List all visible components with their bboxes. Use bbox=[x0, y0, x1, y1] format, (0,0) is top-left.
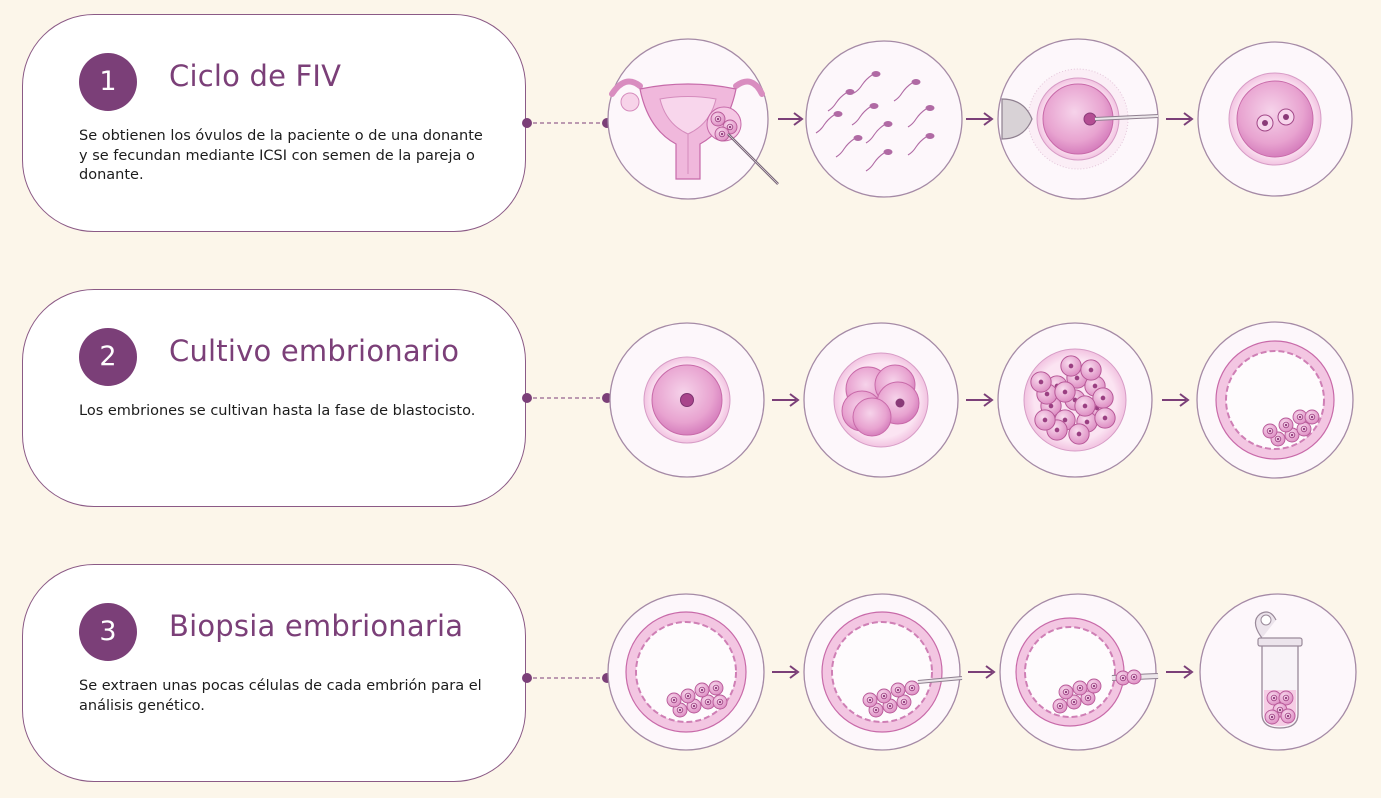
arrow-icon bbox=[966, 393, 994, 407]
morula-cell bbox=[1094, 407, 1116, 429]
blastocyst-icon bbox=[1196, 321, 1354, 479]
step-2: 2 Cultivo embrionario Los embriones se c… bbox=[0, 289, 1381, 511]
step-number-badge: 3 bbox=[79, 603, 137, 661]
step-3: 3 Biopsia embrionaria Se extraen unas po… bbox=[0, 564, 1381, 786]
step-card: 2 Cultivo embrionario Los embriones se c… bbox=[22, 289, 526, 507]
morula-cell bbox=[1060, 355, 1082, 377]
connector-line bbox=[522, 393, 612, 403]
morula-icon bbox=[997, 322, 1153, 478]
step-card: 1 Ciclo de FIV Se obtienen los óvulos de… bbox=[22, 14, 526, 232]
morula-cell bbox=[1068, 423, 1090, 445]
arrow-icon bbox=[1166, 112, 1194, 126]
arrow-icon bbox=[778, 112, 804, 126]
cells-extracted-icon bbox=[999, 593, 1159, 751]
icsi-injection-icon bbox=[997, 38, 1159, 200]
step-title: Biopsia embrionaria bbox=[169, 609, 464, 643]
morula-cell bbox=[1030, 371, 1052, 393]
step-1: 1 Ciclo de FIV Se obtienen los óvulos de… bbox=[0, 14, 1381, 236]
step-title: Ciclo de FIV bbox=[169, 59, 342, 93]
step-number-badge: 1 bbox=[79, 53, 137, 111]
arrow-icon bbox=[772, 393, 800, 407]
step-description: Los embriones se cultivan hasta la fase … bbox=[79, 403, 476, 419]
step-title: Cultivo embrionario bbox=[169, 334, 460, 368]
blastocyst-icon bbox=[607, 593, 765, 751]
arrow-icon bbox=[1162, 393, 1190, 407]
step-card: 3 Biopsia embrionaria Se extraen unas po… bbox=[22, 564, 526, 782]
biopsy-pipette-icon bbox=[803, 593, 963, 751]
morula-cell bbox=[1074, 395, 1096, 417]
connector-line bbox=[522, 673, 612, 683]
morula-cell bbox=[1080, 359, 1102, 381]
single-cell-embryo-icon bbox=[609, 322, 765, 478]
uterus-ovary-icon bbox=[607, 38, 779, 200]
morula-cell bbox=[1092, 387, 1114, 409]
arrow-icon bbox=[968, 665, 996, 679]
step-illustrations bbox=[522, 38, 1353, 200]
morula-cell bbox=[1034, 409, 1056, 431]
step-illustrations bbox=[522, 321, 1354, 479]
sperm-icon bbox=[805, 40, 963, 198]
connector-line bbox=[522, 118, 612, 128]
arrow-icon bbox=[966, 112, 994, 126]
sample-tube-icon bbox=[1199, 593, 1357, 751]
morula-cell bbox=[1054, 381, 1076, 403]
step-description: Se extraen unas pocas células de cada em… bbox=[79, 678, 482, 714]
zygote-icon bbox=[1197, 41, 1353, 197]
arrow-icon bbox=[1166, 665, 1194, 679]
step-illustrations bbox=[522, 593, 1357, 751]
step-description: Se obtienen los óvulos de la paciente o … bbox=[79, 128, 483, 183]
arrow-icon bbox=[772, 665, 800, 679]
four-cell-embryo-icon bbox=[803, 322, 959, 478]
step-number-badge: 2 bbox=[79, 328, 137, 386]
